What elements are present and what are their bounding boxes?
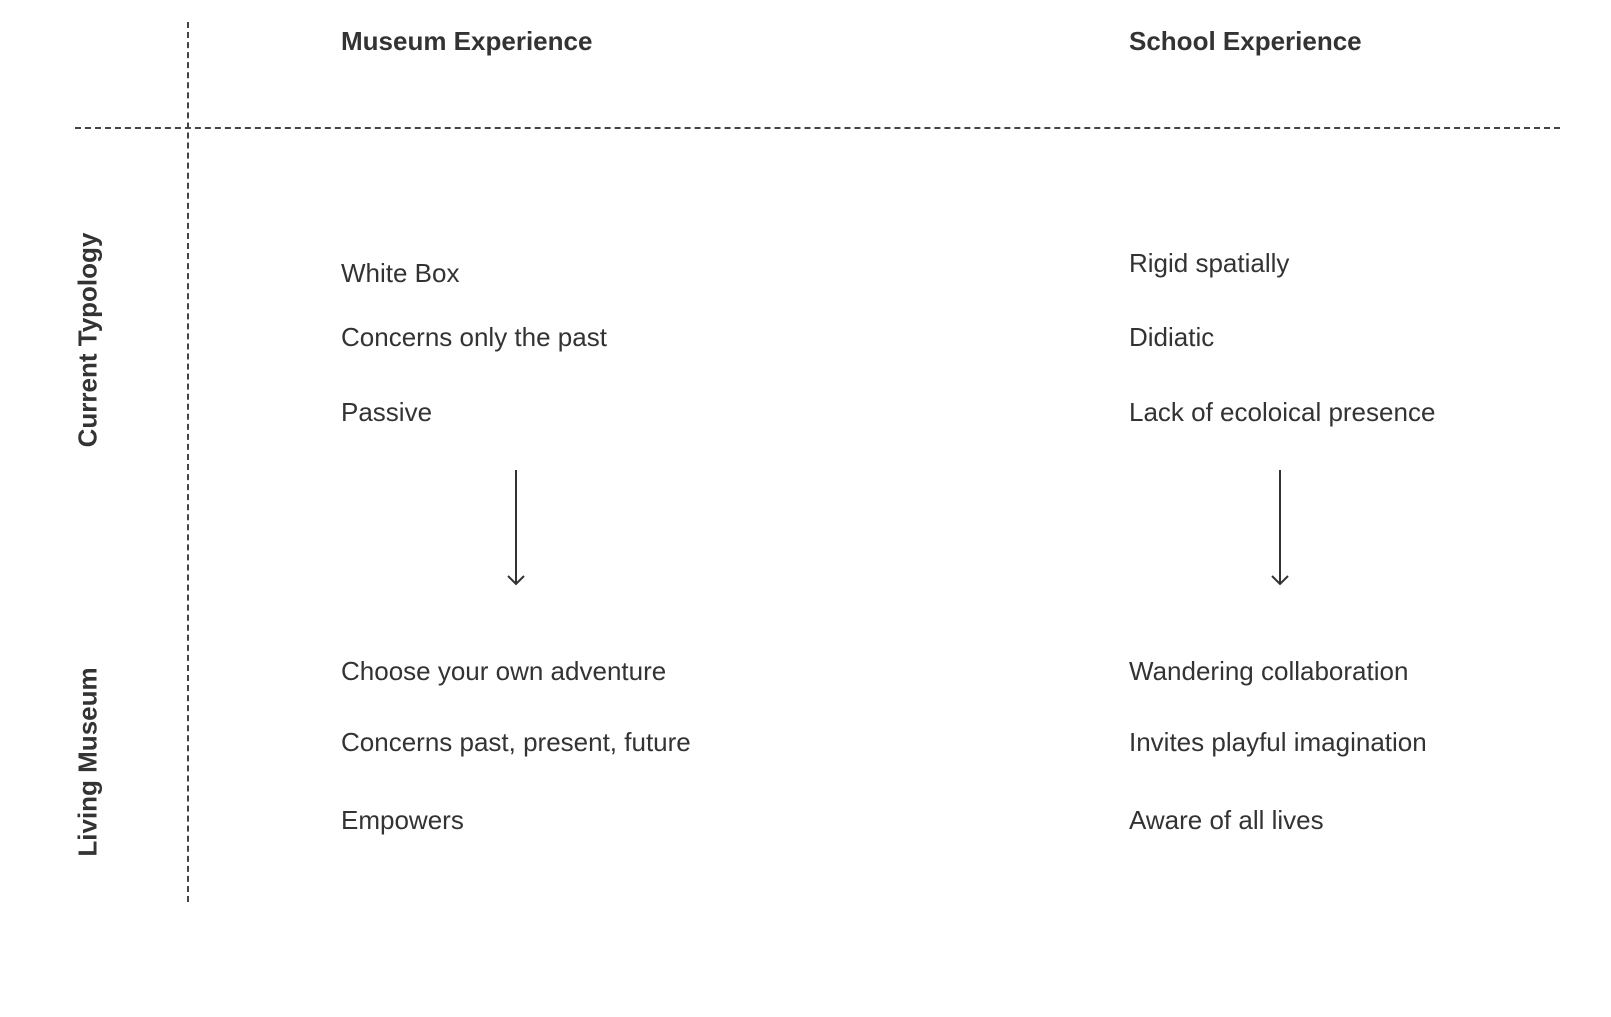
- school-living-item: Aware of all lives: [1129, 805, 1324, 835]
- school-living-item: Wandering collaboration: [1129, 656, 1409, 686]
- horizontal-divider: [75, 127, 1560, 129]
- vertical-divider: [187, 22, 189, 902]
- school-current-item: Didiatic: [1129, 322, 1215, 352]
- row-label-current-typology: Current Typology: [72, 232, 103, 448]
- school-current-item: Rigid spatially: [1129, 248, 1290, 278]
- school-living-item: Invites playful imagination: [1129, 727, 1427, 757]
- column-header-museum: Museum Experience: [341, 26, 593, 56]
- museum-living-item: Choose your own adventure: [341, 656, 667, 686]
- museum-living-item: Concerns past, present, future: [341, 727, 691, 757]
- museum-current-item: Concerns only the past: [341, 322, 607, 352]
- down-arrow-icon: [507, 470, 525, 586]
- museum-current-item: White Box: [341, 258, 460, 288]
- down-arrow-icon: [1271, 470, 1289, 586]
- row-label-living-museum: Living Museum: [72, 667, 103, 857]
- school-current-item: Lack of ecoloical presence: [1129, 397, 1436, 427]
- museum-current-item: Passive: [341, 397, 433, 427]
- museum-living-item: Empowers: [341, 805, 464, 835]
- column-header-school: School Experience: [1129, 26, 1362, 56]
